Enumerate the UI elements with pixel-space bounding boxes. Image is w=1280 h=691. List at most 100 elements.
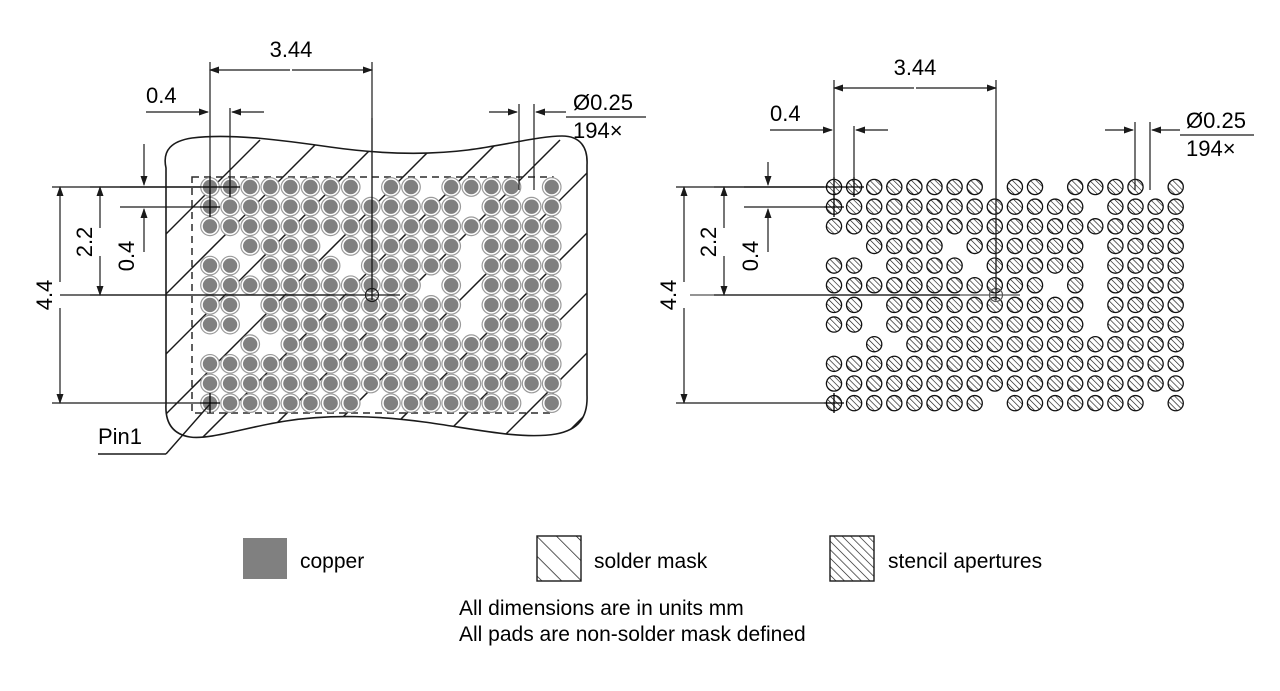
- copper-pad-core: [343, 278, 358, 293]
- copper-pad-core: [303, 199, 318, 214]
- copper-pad-core: [383, 376, 399, 391]
- stencil-aperture: [1046, 257, 1064, 274]
- stencil-aperture: [1087, 394, 1104, 412]
- stencil-aperture: [1107, 178, 1124, 196]
- copper-pad-core: [464, 395, 479, 411]
- stencil-aperture: [1046, 237, 1064, 255]
- stencil-aperture: [1066, 335, 1084, 353]
- copper-pad-core: [383, 395, 399, 411]
- stencil-aperture: [1066, 237, 1084, 255]
- copper-pad-core: [283, 376, 298, 391]
- stencil-aperture: [1127, 316, 1144, 333]
- stencil-aperture: [986, 316, 1004, 333]
- legend: copper solder mask stencil apertures: [243, 535, 1042, 582]
- stencil-aperture: [865, 375, 883, 392]
- copper-pad-core: [383, 258, 399, 273]
- stencil-aperture: [1167, 257, 1184, 274]
- stencil-aperture: [966, 375, 983, 392]
- copper-pad-core: [323, 199, 338, 214]
- stencil-aperture: [1127, 237, 1144, 255]
- stencil-aperture: [825, 316, 843, 333]
- stencil-aperture: [1167, 296, 1184, 314]
- copper-pad-core: [343, 376, 358, 391]
- stencil-aperture: [1046, 355, 1064, 373]
- legend-label-copper: copper: [300, 550, 364, 573]
- stencil-aperture: [845, 218, 863, 235]
- stencil-aperture: [1147, 257, 1164, 274]
- copper-pad-core: [524, 297, 539, 313]
- copper-pad-core: [263, 179, 278, 195]
- copper-pad-core: [323, 356, 338, 372]
- copper-pad-core: [403, 219, 419, 234]
- stencil-aperture: [1006, 335, 1024, 353]
- stencil-aperture: [886, 296, 903, 314]
- stencil-aperture: [986, 198, 1004, 215]
- copper-pad-core: [202, 219, 218, 234]
- stencil-aperture: [966, 355, 983, 373]
- copper-pad-core: [243, 179, 258, 195]
- dim-label-3-44-right: 3.44: [894, 55, 937, 80]
- stencil-aperture: [986, 218, 1004, 235]
- copper-pad-core: [504, 376, 519, 391]
- stencil-aperture: [1167, 276, 1184, 294]
- copper-pad-core: [444, 238, 459, 254]
- stencil-aperture: [1147, 296, 1164, 314]
- copper-pad-core: [383, 297, 399, 313]
- copper-pad-core: [544, 219, 559, 234]
- copper-pad-core: [423, 395, 439, 411]
- copper-pad-core: [423, 258, 439, 273]
- stencil-aperture: [845, 375, 863, 392]
- copper-pad-core: [544, 199, 559, 214]
- stencil-aperture: [906, 335, 923, 353]
- copper-pad-core: [383, 219, 399, 234]
- copper-pad-core: [383, 317, 399, 332]
- copper-pad-core: [363, 238, 378, 254]
- copper-pad-core: [243, 376, 258, 391]
- stencil-aperture: [926, 276, 943, 294]
- legend-label-stencil-apertures: stencil apertures: [888, 550, 1042, 573]
- stencil-aperture: [966, 296, 983, 314]
- copper-pad-core: [303, 356, 318, 372]
- copper-pad-core: [524, 219, 539, 234]
- stencil-aperture: [906, 375, 923, 392]
- stencil-aperture: [1167, 316, 1184, 333]
- dim-label-0-4-vertical-right: 0.4: [738, 241, 763, 272]
- copper-pad-core: [544, 395, 559, 411]
- dim-3-44-horizontal-left: [209, 62, 373, 300]
- stencil-aperture: [1147, 276, 1164, 294]
- stencil-aperture: [966, 394, 983, 412]
- dim-0-4-vertical-right: [744, 162, 824, 252]
- stencil-aperture: [825, 276, 843, 294]
- copper-pad-core: [222, 376, 238, 391]
- copper-pad-core: [263, 297, 278, 313]
- copper-pad-core: [323, 395, 338, 411]
- stencil-aperture: [865, 394, 883, 412]
- stencil-aperture-array: [825, 178, 1184, 412]
- copper-pad-core: [444, 199, 459, 214]
- dim-label-diameter-right: Ø0.25: [1186, 108, 1246, 133]
- notes-block: All dimensions are in units mm All pads …: [459, 597, 806, 646]
- copper-pad-core: [544, 258, 559, 273]
- copper-pad-core: [504, 297, 519, 313]
- stencil-aperture: [865, 355, 883, 373]
- stencil-aperture: [1107, 375, 1124, 392]
- stencil-aperture: [1006, 198, 1024, 215]
- stencil-aperture: [845, 257, 863, 274]
- stencil-aperture: [1167, 394, 1184, 412]
- copper-pad-core: [504, 179, 519, 195]
- copper-pad-core: [423, 199, 439, 214]
- copper-pad-core: [263, 199, 278, 214]
- copper-pad-core: [544, 317, 559, 332]
- stencil-aperture: [946, 178, 963, 196]
- stencil-aperture: [865, 237, 883, 255]
- stencil-aperture: [1127, 257, 1144, 274]
- copper-pad-core: [243, 199, 258, 214]
- stencil-aperture: [1147, 355, 1164, 373]
- copper-pad-core: [484, 199, 499, 214]
- copper-pad-core: [303, 297, 318, 313]
- copper-pad-core: [343, 356, 358, 372]
- stencil-aperture: [906, 296, 923, 314]
- copper-pad-core: [544, 179, 559, 195]
- stencil-aperture: [845, 355, 863, 373]
- copper-pad-core: [423, 376, 439, 391]
